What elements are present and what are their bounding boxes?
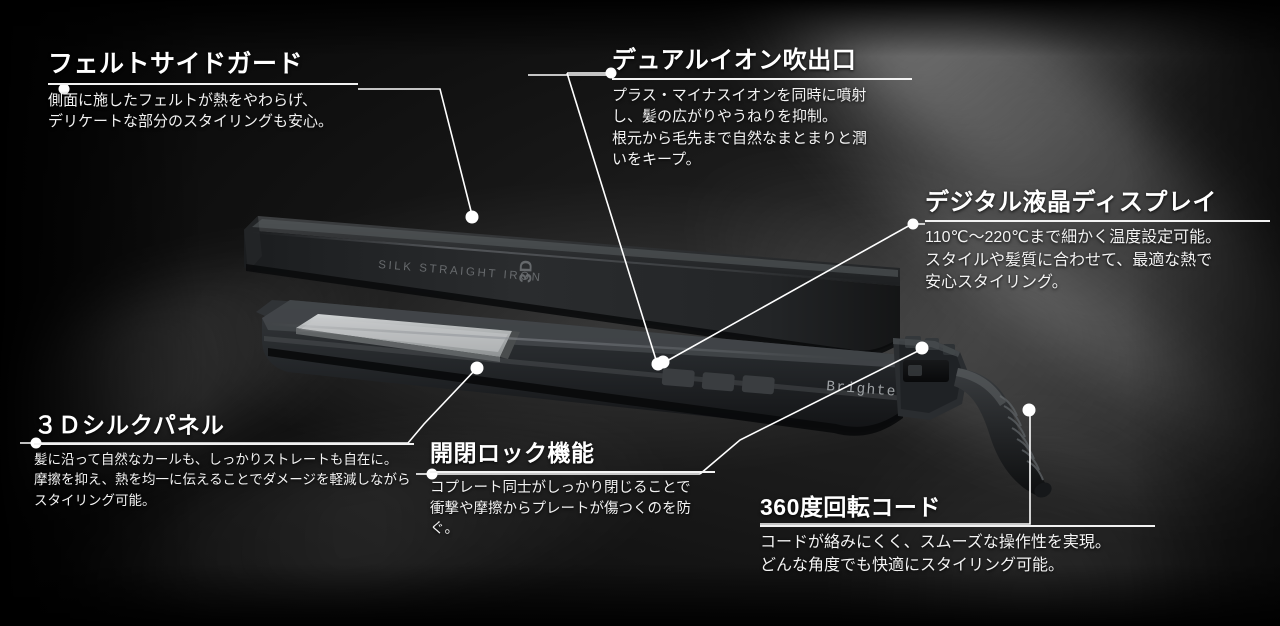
callout-title-cord: 360度回転コード bbox=[760, 494, 941, 520]
callout-title-lock: 開閉ロック機能 bbox=[430, 440, 595, 466]
callout-body-felt: 側面に施したフェルトが熱をやわらげ、 デリケートな部分のスタイリングも安心。 bbox=[48, 92, 334, 131]
callout-body-cord: コードが絡みにくく、スムーズな操作性を実現。 どんな角度でも快適にスタイリング可… bbox=[760, 534, 1111, 574]
product-power-cord bbox=[954, 368, 1052, 498]
leader-line-display bbox=[664, 223, 925, 363]
product-lower-arm: Brighte bbox=[256, 300, 905, 436]
callout-3d-silk-panel: ３Ｄシルクパネル 髪に沿って自然なカールも、しっかりストレートも自在に。 摩擦を… bbox=[34, 406, 414, 511]
product-silk-plate bbox=[296, 314, 520, 362]
callout-digital-lcd-display: デジタル液晶ディスプレイ 110℃〜220℃まで細かく温度設定可能。 スタイルや… bbox=[925, 182, 1270, 295]
callout-felt-side-guard: フェルトサイドガード 側面に施したフェルトが熱をやわらげ、 デリケートな部分のス… bbox=[48, 44, 358, 133]
leader-line-ion bbox=[566, 72, 658, 364]
callout-rule-cord bbox=[760, 525, 1155, 527]
product-brand-mark: Brighte bbox=[826, 379, 898, 401]
leader-dot-panel bbox=[470, 361, 484, 375]
callout-rule-panel bbox=[34, 443, 414, 445]
leader-dot-ion-anchor bbox=[605, 67, 617, 79]
callout-rule-display bbox=[925, 220, 1270, 222]
leader-dot-cord bbox=[1022, 403, 1036, 417]
callout-rule-felt bbox=[48, 83, 358, 85]
leader-line-felt bbox=[358, 88, 473, 216]
callout-title-panel: ３Ｄシルクパネル bbox=[34, 412, 225, 438]
product-3d-badge: 3D bbox=[516, 259, 536, 283]
callout-title-felt: フェルトサイドガード bbox=[48, 50, 304, 78]
leader-dot-display bbox=[656, 355, 670, 369]
callout-open-close-lock: 開閉ロック機能 コプレート同士がしっかり閉じることで 衝撃や摩擦からプレートが傷… bbox=[430, 434, 715, 540]
callout-body-ion: プラス・マイナスイオンを同時に噴射 し、髪の広がりやうねりを抑制。 根元から毛先… bbox=[612, 87, 868, 168]
leader-dot-felt bbox=[465, 210, 479, 224]
leader-dot-lock bbox=[915, 341, 929, 355]
leader-line-lock bbox=[699, 349, 921, 475]
callout-title-display: デジタル液晶ディスプレイ bbox=[925, 189, 1217, 216]
callout-360-swivel-cord: 360度回転コード コードが絡みにくく、スムーズな操作性を実現。 どんな角度でも… bbox=[760, 488, 1155, 577]
callout-body-lock: コプレート同士がしっかり閉じることで 衝撃や摩擦からプレートが傷つくのを防 ぐ。 bbox=[430, 480, 691, 538]
callout-dual-ion-outlet: デュアルイオン吹出口 プラス・マイナスイオンを同時に噴射 し、髪の広がりやうねり… bbox=[612, 40, 912, 170]
leader-dot-felt-anchor bbox=[58, 83, 70, 95]
leader-line-cord bbox=[760, 412, 1031, 525]
callout-title-ion: デュアルイオン吹出口 bbox=[612, 47, 857, 74]
product-control-buttons bbox=[661, 368, 775, 395]
callout-rule-ion bbox=[612, 78, 912, 80]
callout-rule-lock bbox=[430, 471, 715, 473]
callout-body-display: 110℃〜220℃まで細かく温度設定可能。 スタイルや髪質に合わせて、最適な熱で… bbox=[925, 229, 1222, 292]
leader-dot-display-anchor bbox=[907, 218, 919, 230]
callout-body-panel: 髪に沿って自然なカールも、しっかりストレートも自在に。 摩擦を抑え、熱を均一に伝… bbox=[34, 452, 411, 508]
